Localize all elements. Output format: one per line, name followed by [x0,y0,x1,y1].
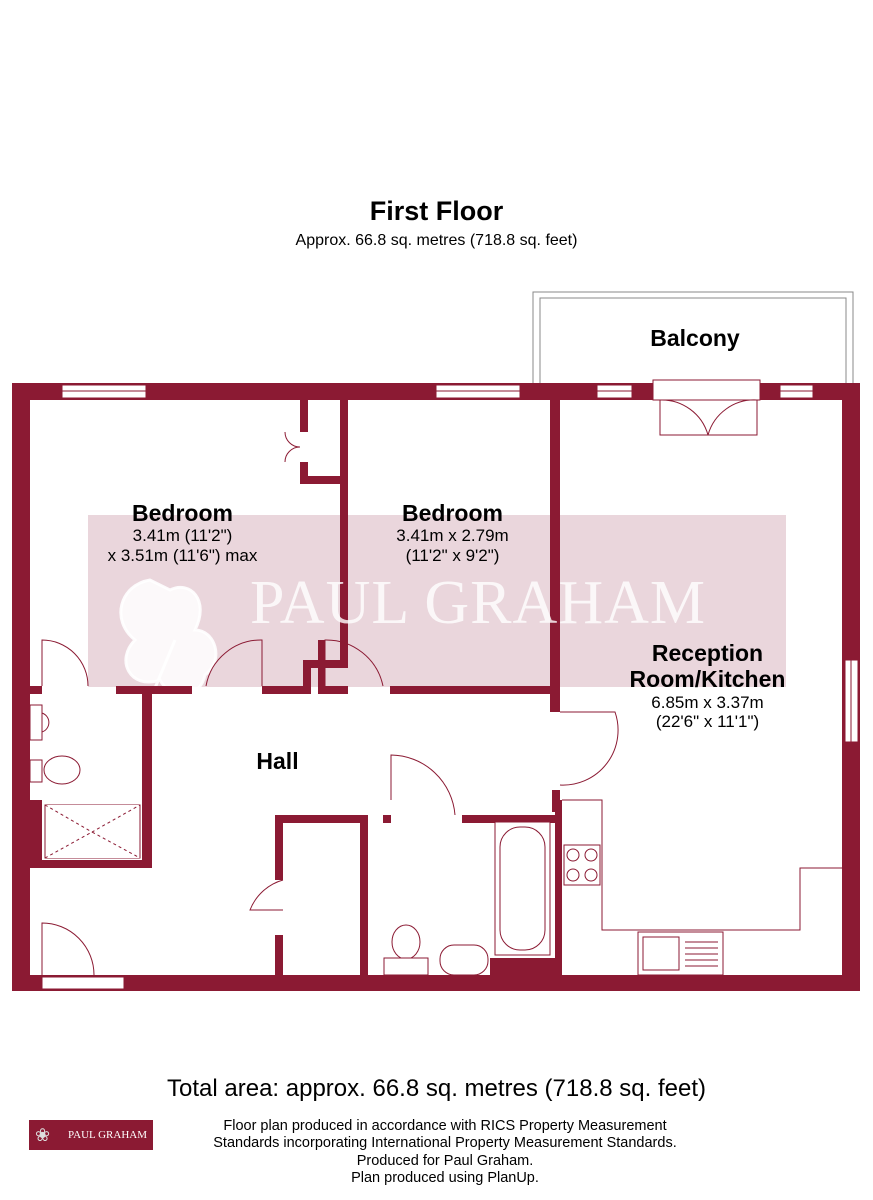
room-reception-kitchen: Reception Room/Kitchen 6.85m x 3.37m (22… [610,640,805,732]
toilet [43,755,81,785]
windows [41,379,859,990]
note-line: Floor plan produced in accordance with R… [223,1118,667,1134]
toilet-2 [391,924,421,960]
note-line: Standards incorporating International Pr… [213,1135,677,1152]
room-dims: (11'2" x 9'2") [405,545,500,565]
watermark-leaf-icon [119,578,218,701]
room-name: Bedroom [132,500,233,526]
room-dims: (22'6" x 11'1") [655,712,760,732]
room-name: Balcony [650,325,740,351]
room-bedroom-1: Bedroom 3.41m (11'2") x 3.51m (11'6") ma… [90,500,275,566]
balcony [532,291,854,383]
logo-text: PAUL GRAHAM [68,1129,147,1141]
floor-area: Approx. 66.8 sq. metres (718.8 sq. feet) [295,232,578,249]
room-hall: Hall [230,748,325,774]
room-balcony: Balcony [620,325,770,351]
note-line: Produced for Paul Graham. [356,1152,534,1169]
room-name: Reception [651,640,764,666]
room-dims: 3.41m (11'2") [132,526,233,546]
room-name: Hall [256,748,299,774]
room-dims: 6.85m x 3.37m [651,692,764,712]
floor-title: First Floor [369,196,504,226]
room-dims: x 3.51m (11'6") max [107,545,258,565]
room-dims: 3.41m x 2.79m [396,526,509,546]
room-bedroom-2: Bedroom 3.41m x 2.79m (11'2" x 9'2") [360,500,545,566]
kitchen-counter [562,799,842,931]
watermark: PAUL GRAHAM [250,569,706,637]
basin-2 [439,944,489,976]
note-line: Plan produced using PlanUp. [351,1170,539,1187]
doors [41,399,758,976]
footer-notes: Floor plan produced in accordance with R… [150,1118,740,1188]
total-area: Total area: approx. 66.8 sq. metres (718… [167,1075,706,1102]
company-logo: ❀ PAUL GRAHAM [29,1120,153,1150]
room-name: Bedroom [402,500,503,526]
fixtures [29,704,842,976]
basin [29,704,50,741]
room-name-line2: Room/Kitchen [629,666,786,693]
logo-leaf-icon: ❀ [35,1125,51,1145]
